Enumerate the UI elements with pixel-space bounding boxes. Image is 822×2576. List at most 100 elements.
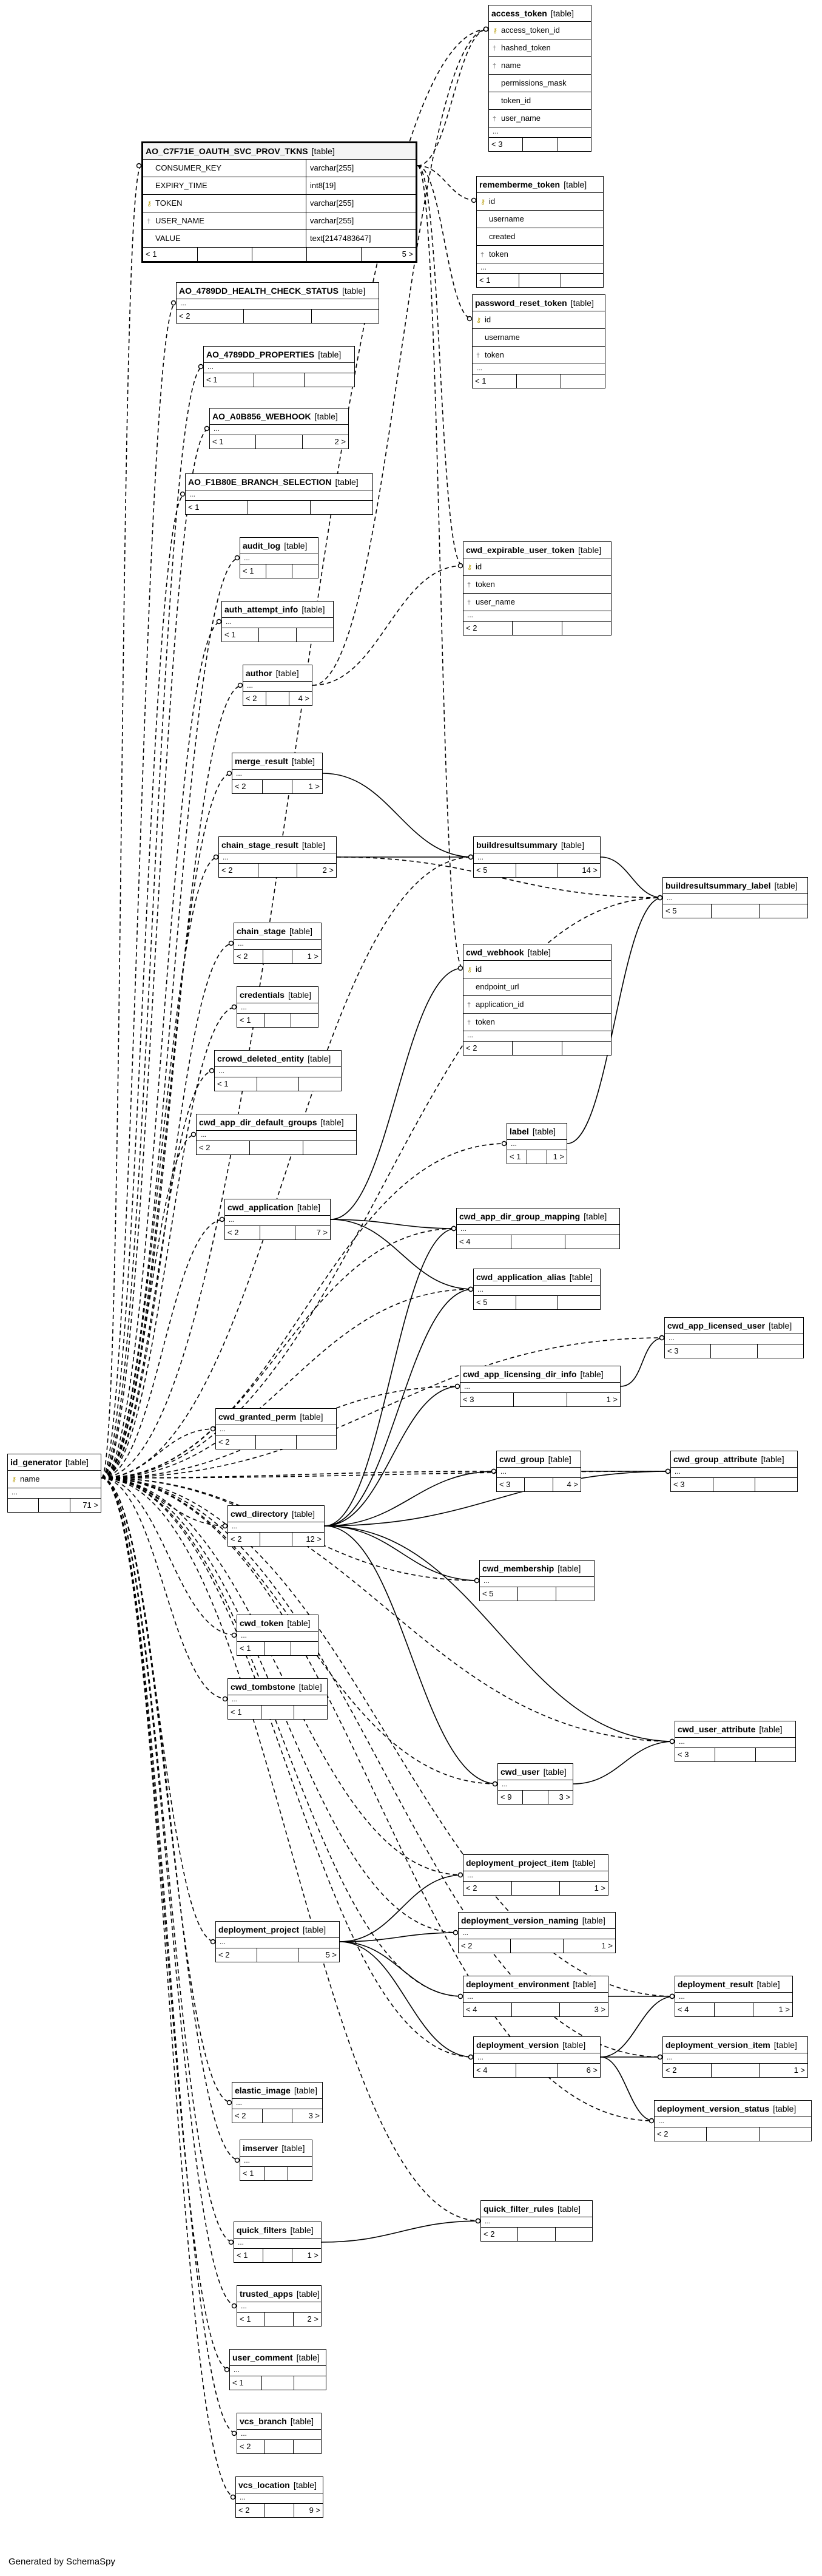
column-row: ⚷id: [463, 961, 611, 978]
table-name: AO_A0B856_WEBHOOK: [212, 412, 311, 421]
table-oauth[interactable]: AO_C7F71E_OAUTH_SVC_PROV_TKNS[table]CONS…: [141, 141, 417, 263]
table-type: [table]: [293, 2480, 317, 2490]
table-auth-attempt-info[interactable]: auth_attempt_info[table]...< 1: [221, 601, 334, 642]
table-credentials[interactable]: credentials[table]...< 1: [237, 986, 318, 1028]
table-cwd-app-licensed-user[interactable]: cwd_app_licensed_user[table]...< 3: [664, 1317, 804, 1358]
table-hcs[interactable]: AO_4789DD_HEALTH_CHECK_STATUS[table]...<…: [176, 282, 379, 324]
table-cwd-application-alias[interactable]: cwd_application_alias[table]...< 5: [473, 1269, 601, 1310]
relationship-endpoint: [467, 316, 473, 322]
parents-count: < 1: [237, 2313, 266, 2326]
table-buildresultsummary-label[interactable]: buildresultsummary_label[table]...< 5: [662, 877, 808, 918]
parents-count: < 1: [228, 1706, 261, 1719]
relationship-cwd-application-to-cwd-application-alias: [330, 1219, 474, 1290]
more-columns: ...: [655, 2117, 811, 2127]
footer-cell: [263, 780, 293, 793]
parents-count: < 4: [474, 2064, 516, 2077]
relationship-author-to-access-token: [312, 29, 489, 686]
children-count: 5 >: [325, 1950, 337, 1959]
table-id-generator[interactable]: id_generator[table]⚷name...71 >: [7, 1454, 101, 1513]
table-name: cwd_expirable_user_token: [466, 545, 574, 555]
table-cwd-app-dir-default-groups[interactable]: cwd_app_dir_default_groups[table]...< 2: [196, 1114, 357, 1155]
table-props[interactable]: AO_4789DD_PROPERTIES[table]...< 1: [203, 346, 355, 387]
table-audit-log[interactable]: audit_log[table]...< 1: [240, 537, 318, 578]
table-vcs-branch[interactable]: vcs_branch[table]...< 2: [237, 2413, 322, 2454]
table-footer: < 1: [215, 1077, 341, 1091]
foreign-key-icon: †: [493, 45, 497, 52]
table-cwd-granted-perm[interactable]: cwd_granted_perm[table]...< 2: [215, 1408, 337, 1449]
table-cwd-token[interactable]: cwd_token[table]...< 1: [237, 1615, 318, 1656]
relationship-oauth-to-password-reset-token: [417, 165, 473, 319]
table-quick-filter-rules[interactable]: quick_filter_rules[table]...< 2: [480, 2200, 593, 2242]
table-branchsel[interactable]: AO_F1B80E_BRANCH_SELECTION[table]...< 1: [185, 473, 373, 515]
relationship-endpoint: [669, 1738, 675, 1744]
table-crowd-deleted-entity[interactable]: crowd_deleted_entity[table]...< 1: [214, 1050, 342, 1091]
parents-count: < 2: [237, 2440, 266, 2453]
table-cwd-user-attribute[interactable]: cwd_user_attribute[table]...< 3: [675, 1721, 796, 1762]
table-cwd-membership[interactable]: cwd_membership[table]...< 5: [479, 1560, 595, 1601]
relationship-id-generator-to-user-comment: [101, 1477, 230, 2370]
relationship-id-generator-to-props: [101, 366, 204, 1479]
table-header: deployment_project[table]: [216, 1922, 339, 1938]
table-footer: < 2: [463, 622, 611, 635]
children-count: 1 >: [606, 1395, 618, 1404]
children-count: [291, 1014, 318, 1027]
parents-count: < 1: [473, 375, 517, 388]
table-access-token[interactable]: access_token[table]⚷access_token_id†hash…: [488, 5, 591, 152]
footer-cell: [198, 248, 252, 261]
relationship-id-generator-to-cwd-token: [101, 1477, 237, 1636]
children-count: [756, 1748, 795, 1761]
relationship-endpoint: [231, 1004, 237, 1010]
column-name: CONSUMER_KEY: [155, 163, 222, 172]
relationship-endpoint: [501, 1141, 507, 1147]
table-user-comment[interactable]: user_comment[table]...< 1: [229, 2349, 326, 2390]
table-deployment-version-status[interactable]: deployment_version_status[table]...< 2: [654, 2100, 812, 2141]
table-cwd-app-dir-group-mapping[interactable]: cwd_app_dir_group_mapping[table]...< 4: [456, 1208, 620, 1249]
more-columns: ...: [459, 1929, 615, 1939]
children-count: 7 >: [316, 1228, 328, 1237]
table-name: cwd_app_licensed_user: [667, 1321, 766, 1330]
table-imserver[interactable]: imserver[table]...< 1: [240, 2140, 312, 2181]
relationship-cwd-directory-to-cwd-group: [324, 1471, 497, 1527]
relationship-id-generator-to-vcs-branch: [101, 1477, 237, 2434]
parents-count: < 1: [210, 435, 257, 449]
column-row: token_id: [489, 92, 591, 110]
relationship-endpoint: [237, 682, 243, 688]
table-cwd-expirable-user-token[interactable]: cwd_expirable_user_token[table]⚷id†token…: [463, 541, 611, 636]
table-header: AO_4789DD_PROPERTIES[table]: [204, 347, 354, 363]
table-name: cwd_group: [499, 1454, 545, 1464]
footer-cell: [264, 1642, 292, 1655]
table-cwd-group-attribute[interactable]: cwd_group_attribute[table]...< 3: [670, 1451, 798, 1492]
table-header: quick_filters[table]: [234, 2222, 321, 2239]
table-cwd-tombstone[interactable]: cwd_tombstone[table]...< 1: [227, 1678, 328, 1720]
parents-count: < 2: [216, 1948, 257, 1962]
